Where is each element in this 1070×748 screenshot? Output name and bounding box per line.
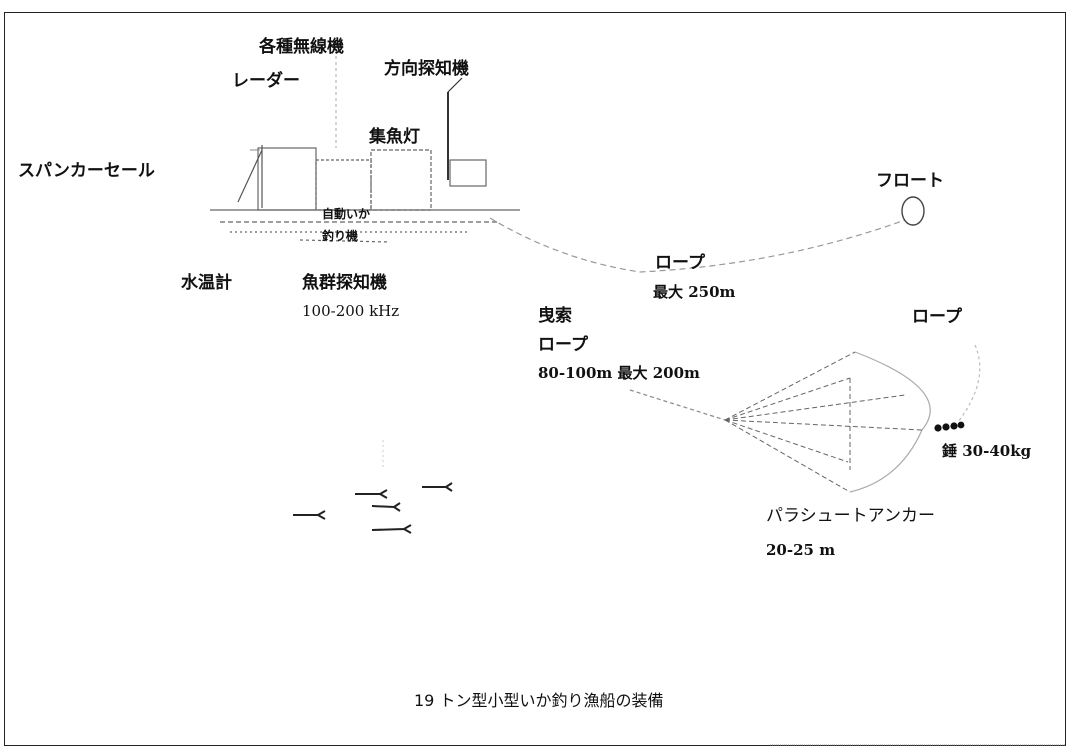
label-tow-rope-length: 80-100m 最大 200m: [538, 364, 700, 382]
tow-rope-line: [629, 389, 726, 421]
ship-illustration: [210, 147, 520, 243]
parachute-canopy: [849, 351, 931, 493]
label-fish-finder: 魚群探知機: [302, 273, 387, 293]
label-spanker-sail: スパンカーセール: [18, 161, 155, 181]
label-rope-upper-length: 最大 250m: [653, 283, 736, 301]
label-parachute-size: 20-25 m: [766, 541, 836, 559]
label-fish-finder-freq: 100-200 kHz: [302, 302, 400, 320]
label-radar: レーダー: [232, 71, 300, 91]
label-fish-light: 集魚灯: [369, 127, 420, 147]
label-radio: 各種無線機: [259, 37, 344, 57]
label-weight: 錘 30-40kg: [942, 442, 1032, 460]
mast-lines: [250, 50, 463, 180]
figure-frame: [4, 12, 1066, 746]
label-direction-finder: 方向探知機: [384, 59, 469, 79]
label-float: フロート: [876, 171, 944, 191]
figure-caption: 19 トン型小型いか釣り漁船の装備: [414, 691, 664, 710]
label-thermometer: 水温計: [181, 273, 232, 293]
squid-icons: [293, 482, 453, 534]
float-shape: [901, 196, 925, 226]
label-rope-upper: ロープ: [655, 253, 705, 273]
label-tow-rope-1: 曳索: [538, 306, 572, 326]
label-tow-rope-2: ロープ: [538, 335, 588, 355]
parachute-shroud-lines: [724, 351, 923, 493]
label-rope-right: ロープ: [912, 307, 962, 327]
label-parachute-anchor: パラシュートアンカー: [766, 506, 935, 526]
weight-shape: [934, 421, 965, 432]
label-auto-jig-1: 自動いか: [322, 207, 371, 221]
spanker-sail-shape: [237, 145, 263, 208]
rope-right-line: [957, 344, 981, 423]
label-auto-jig-2: 釣り機: [322, 229, 359, 243]
